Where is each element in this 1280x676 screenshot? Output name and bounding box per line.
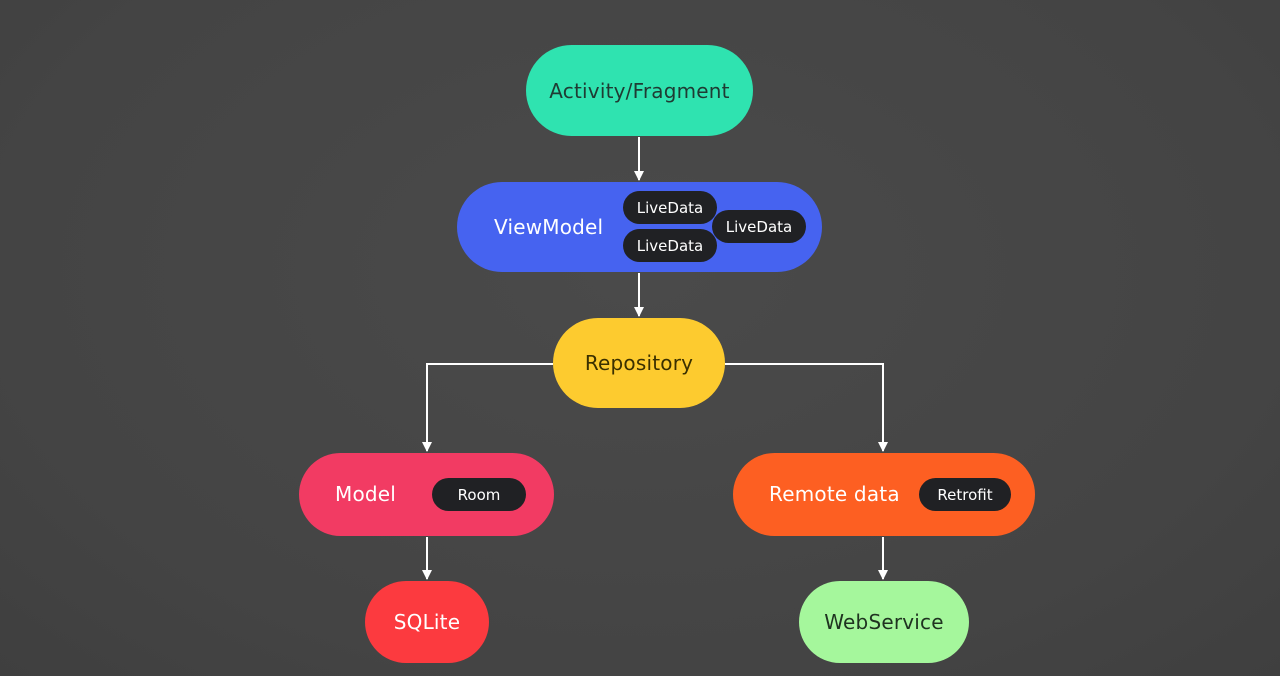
- activity-fragment-label: Activity/Fragment: [549, 78, 730, 103]
- webservice-node: WebService: [799, 581, 969, 663]
- model-label: Model: [335, 482, 397, 506]
- activity-fragment-node: Activity/Fragment: [526, 45, 753, 136]
- livedata-chip: LiveData: [623, 229, 717, 262]
- edge-repository-to-remote: [725, 363, 888, 452]
- remote-data-label: Remote data: [769, 482, 900, 506]
- sqlite-label: SQLite: [393, 610, 461, 634]
- room-chip: Room: [432, 478, 526, 511]
- model-node: Model Room: [299, 453, 554, 536]
- repository-node: Repository: [553, 318, 725, 408]
- livedata-chip: LiveData: [623, 191, 717, 224]
- remote-data-node: Remote data Retrofit: [733, 453, 1035, 536]
- viewmodel-label: ViewModel: [494, 215, 604, 239]
- retrofit-chip: Retrofit: [919, 478, 1011, 511]
- livedata-chip: LiveData: [712, 210, 806, 243]
- edge-repository-to-model: [422, 363, 553, 452]
- sqlite-node: SQLite: [365, 581, 489, 663]
- viewmodel-node: ViewModel LiveData LiveData LiveData: [457, 182, 822, 272]
- repository-label: Repository: [584, 351, 694, 375]
- webservice-label: WebService: [824, 610, 944, 634]
